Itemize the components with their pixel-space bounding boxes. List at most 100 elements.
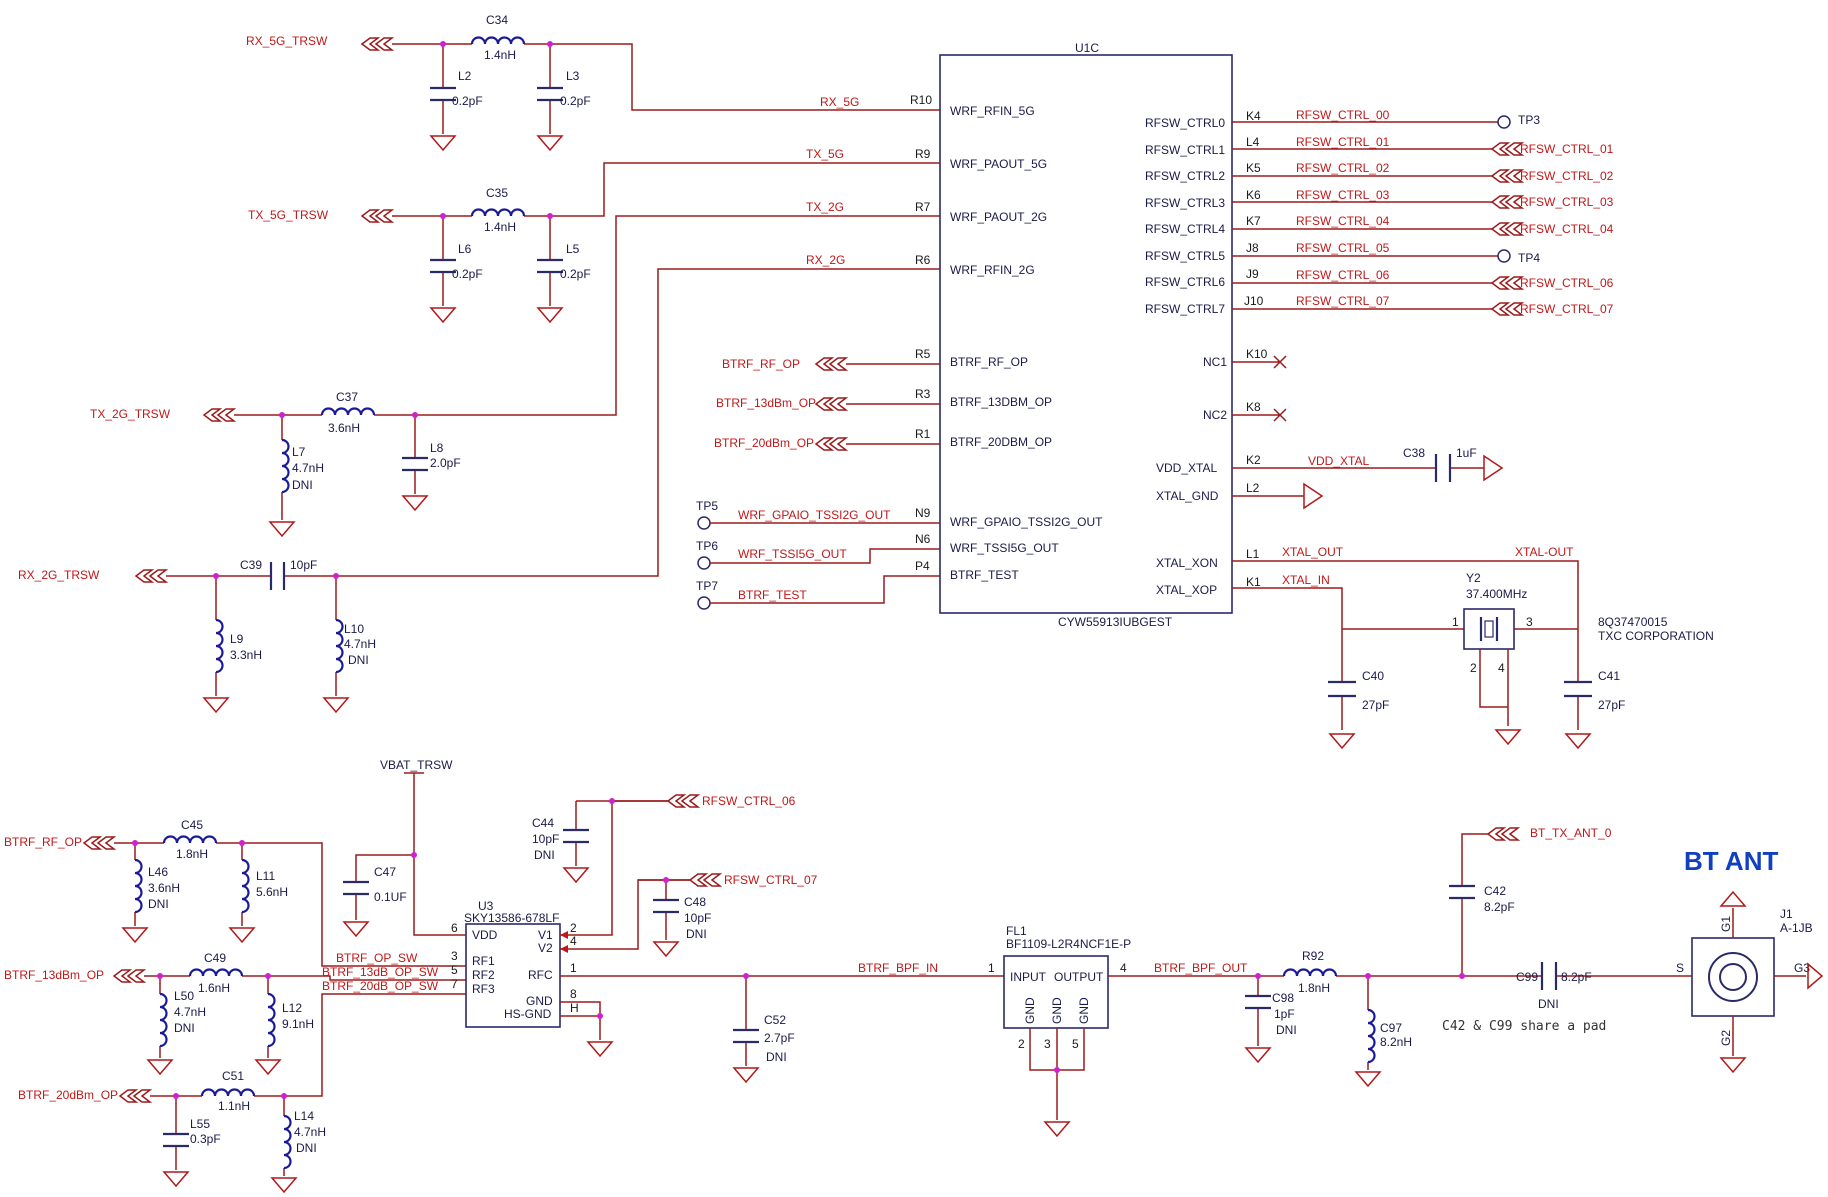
part-ref: L12 xyxy=(282,1001,302,1015)
port-label: RFSW_CTRL_02 xyxy=(1520,169,1614,183)
capacitor-icon xyxy=(402,456,428,472)
fl1-pin-name: INPUT xyxy=(1010,970,1047,984)
part-value: 10pF xyxy=(290,558,317,572)
u3-pin-num: 4 xyxy=(570,934,577,948)
ground-icon xyxy=(1719,890,1747,907)
u1-left-pins: R10 WRF_RFIN_5G R9 WRF_PAOUT_5G R7 WRF_P… xyxy=(910,93,1103,582)
port-icon xyxy=(1490,276,1525,290)
u3-pin-name: V2 xyxy=(538,941,553,955)
part-ref: C97 xyxy=(1380,1021,1402,1035)
port-label: RFSW_CTRL_04 xyxy=(1520,222,1614,236)
u3-pin-name: V1 xyxy=(538,928,553,942)
u1-pin-num: N9 xyxy=(915,506,931,520)
port-label: RX_2G_TRSW xyxy=(18,568,100,582)
part-value: 3.6nH xyxy=(148,881,180,895)
part-value: 0.2pF xyxy=(560,267,591,281)
net-label: RFSW_CTRL_05 xyxy=(1296,241,1390,255)
part-ref: C35 xyxy=(486,186,508,200)
btrf-rf-op-matching: BTRF_RF_OP C45 1.8nH L46 3.6nH DNI L11 5… xyxy=(4,818,466,967)
port-icon xyxy=(118,1089,153,1103)
testpoint-label: TP4 xyxy=(1518,251,1540,265)
part-ref: C34 xyxy=(486,13,508,27)
u1-pin-name: WRF_RFIN_5G xyxy=(950,104,1035,118)
capacitor-icon xyxy=(1564,680,1592,698)
ground-icon xyxy=(146,1059,174,1076)
fl1-pin-num: 1 xyxy=(988,961,995,975)
fl1-pin-num: 3 xyxy=(1044,1037,1051,1051)
junction-dot xyxy=(1054,1067,1060,1073)
u1-pin-name: BTRF_TEST xyxy=(950,568,1019,582)
net-label: BTRF_13dB_OP_SW xyxy=(322,965,439,979)
capacitor-icon xyxy=(1328,680,1356,698)
port-icon xyxy=(134,569,169,583)
u3-pin-name: RFC xyxy=(528,968,553,982)
ground-icon xyxy=(586,1041,614,1058)
ground-icon xyxy=(652,941,680,958)
fl1-pin-num: 2 xyxy=(1018,1037,1025,1051)
u3-pin-num: 5 xyxy=(451,963,458,977)
rfsw06-decoupling: RFSW_CTRL_06 C44 10pF DNI xyxy=(532,794,796,884)
antenna-connector-j1: BT ANT J1 A-1JB S G3 G1 G2 xyxy=(1676,846,1824,1074)
u1-ref: U1C xyxy=(1075,41,1099,55)
u1-right-pins: RFSW_CTRL0 K4 RFSW_CTRL1 L4 RFSW_CTRL2 K… xyxy=(1145,109,1268,597)
part-value: 1.4nH xyxy=(484,220,516,234)
j1-part: A-1JB xyxy=(1780,921,1813,935)
port-label: RFSW_CTRL_06 xyxy=(702,794,796,808)
capacitor-icon xyxy=(1245,994,1271,1010)
capacitor-icon xyxy=(1434,454,1452,482)
u3-ref: U3 xyxy=(478,899,494,913)
capacitor-icon xyxy=(1449,884,1475,900)
btrf-u1-nets: BTRF_RF_OP BTRF_13dBm_OP BTRF_20dBm_OP T… xyxy=(696,357,940,610)
part-value: 1pF xyxy=(1274,1007,1295,1021)
u1-pin-name: WRF_TSSI5G_OUT xyxy=(950,541,1059,555)
part-ref: C44 xyxy=(532,816,554,830)
port-label: BTRF_13dBm_OP xyxy=(4,968,104,982)
port-icon xyxy=(82,836,117,850)
arrow-icon xyxy=(560,945,568,953)
inductor-icon xyxy=(335,618,344,674)
fl1-pin-name: GND xyxy=(1077,997,1091,1024)
junction-dot xyxy=(411,852,417,858)
net-label: BTRF_20dB_OP_SW xyxy=(322,979,439,993)
ground-icon xyxy=(1043,1121,1071,1138)
u1-pin-num: R6 xyxy=(915,253,931,267)
net-label: XTAL_IN xyxy=(1282,573,1330,587)
u1-pin-num: N6 xyxy=(915,532,931,546)
part-value: 10pF xyxy=(684,911,711,925)
section-title: BT ANT xyxy=(1684,846,1778,876)
u1-part: CYW55913IUBGEST xyxy=(1058,615,1173,629)
part-dni: DNI xyxy=(348,653,369,667)
port-label: RFSW_CTRL_07 xyxy=(724,873,818,887)
capacitor-icon xyxy=(430,86,563,102)
part-value: 9.1nH xyxy=(282,1017,314,1031)
junction-dot xyxy=(609,798,615,804)
net-label: BTRF_OP_SW xyxy=(336,951,418,965)
u1-pin-num: K2 xyxy=(1246,453,1261,467)
u3-pin-num: 7 xyxy=(451,977,458,991)
part-ref: R92 xyxy=(1302,949,1324,963)
capacitor-icon xyxy=(653,898,679,914)
part-ref: C98 xyxy=(1272,991,1294,1005)
junction-dot xyxy=(132,840,138,846)
u1-pin-num: J9 xyxy=(1246,267,1259,281)
ground-icon xyxy=(732,1067,760,1084)
net-label: VDD_XTAL xyxy=(1308,454,1369,468)
part-ref: C42 xyxy=(1484,884,1506,898)
testpoint-icon xyxy=(697,596,711,610)
part-dni: DNI xyxy=(292,478,313,492)
u3-pin-num: 6 xyxy=(451,921,458,935)
u1-pin-num: R1 xyxy=(915,427,931,441)
u1-pin-num: J8 xyxy=(1246,241,1259,255)
no-connect-icon xyxy=(1232,355,1287,369)
fl1-pin-name: GND xyxy=(1050,997,1064,1024)
port-label: RFSW_CTRL_03 xyxy=(1520,195,1614,209)
part-value: 1.1nH xyxy=(218,1099,250,1113)
crystal-icon xyxy=(1479,617,1499,641)
capacitor-icon xyxy=(430,258,563,274)
port-icon xyxy=(1490,142,1525,156)
part-value: 0.1UF xyxy=(374,890,407,904)
u1-pin-num: J10 xyxy=(1244,294,1264,308)
port-icon xyxy=(814,437,849,451)
junction-dot xyxy=(547,213,553,219)
inductor-icon xyxy=(200,1088,256,1097)
